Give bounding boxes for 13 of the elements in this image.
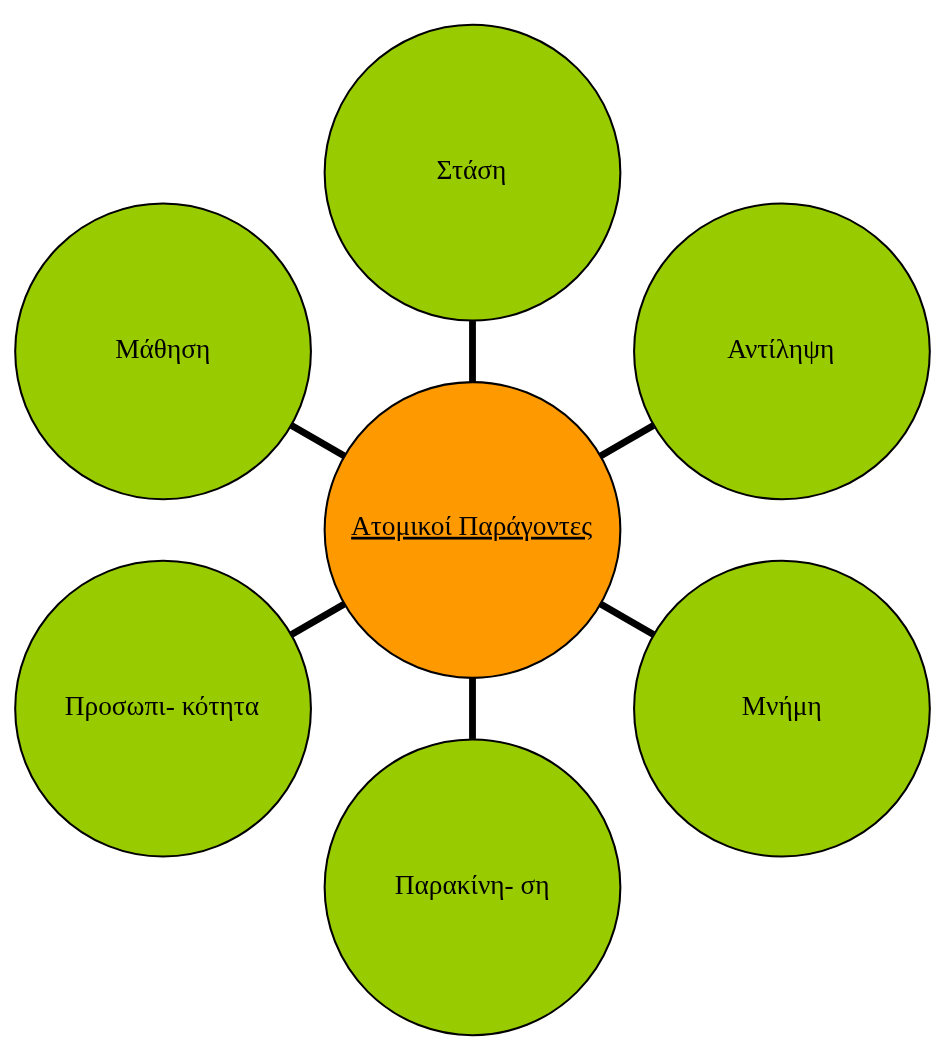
connector (289, 422, 347, 459)
node-circle: Μάθηση (14, 201, 312, 500)
connector (598, 422, 656, 459)
node-circle: Προσωπι- κότητα (14, 559, 312, 858)
connector (598, 600, 656, 637)
connector (469, 677, 476, 739)
node-circle: Αντίληψη (633, 201, 931, 500)
node-circle: Μνήμη (633, 559, 931, 858)
node-circle: Παρακίνη- ση (323, 737, 622, 1036)
node-circle: Στάση (323, 23, 622, 322)
connector (289, 600, 347, 637)
connector (469, 320, 476, 382)
node-circle: Ατομικοί Παράγοντες (323, 380, 622, 679)
